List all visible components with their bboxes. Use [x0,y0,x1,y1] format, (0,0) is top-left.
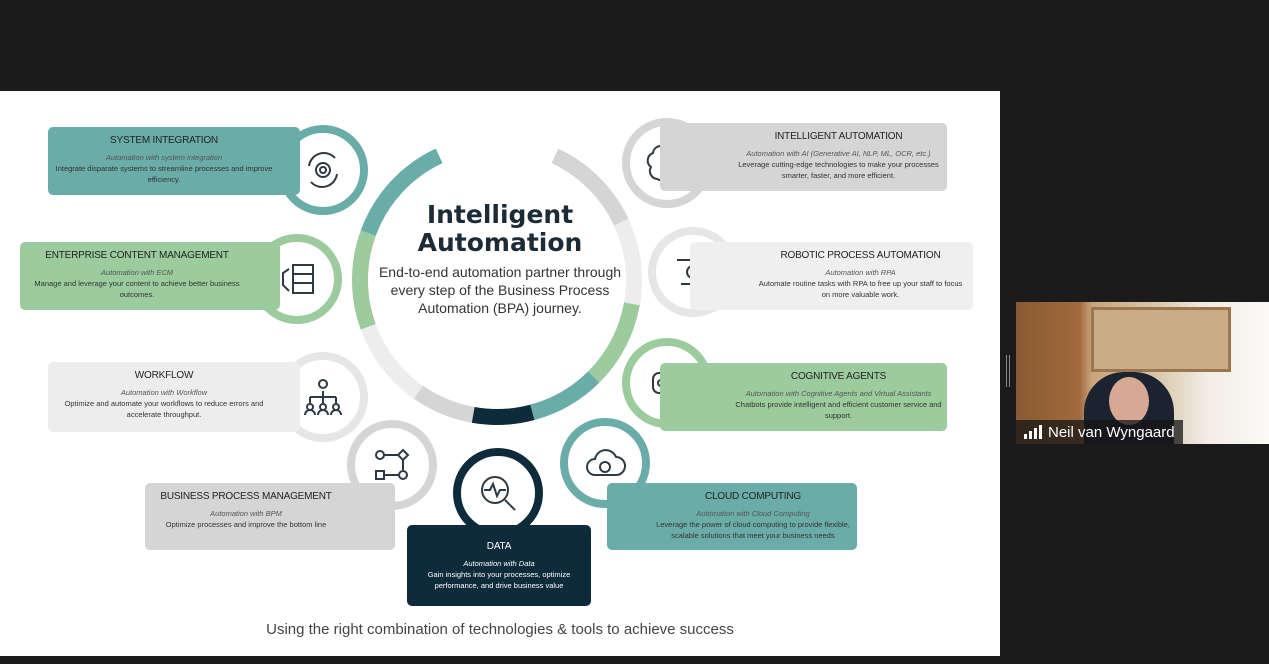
bookshelf [1091,307,1231,372]
card-title: DATA [486,541,512,552]
ring-segment [360,148,443,237]
card-title: BUSINESS PROCESS MANAGEMENT [160,491,332,502]
card-subtitle: Automation with Data [463,559,535,568]
intelligent-automation-card: INTELLIGENT AUTOMATION Automation with AI… [660,123,947,191]
system-integration-card: SYSTEM INTEGRATION Automation with system… [48,127,300,195]
participant-head [1109,377,1149,425]
card-title: WORKFLOW [134,370,194,381]
card-description: Optimize processes and improve the botto… [165,520,327,529]
data-icon-badge [453,448,543,538]
card-description: Leverage the power of cloud computing to… [656,520,850,540]
participant-video-tile[interactable]: Neil van Wyngaard [1016,302,1269,444]
cloud-computing-card: CLOUD COMPUTING Automation with Cloud Com… [607,483,857,550]
center-title: Intelligent Automation End-to-end automa… [360,201,640,317]
slide-subtitle: End-to-end automation partner through ev… [378,264,622,316]
card-description: Optimize and automate your workflows to … [64,399,264,419]
card-subtitle: Automation with system integration [105,153,223,162]
participant-name: Neil van Wyngaard [1048,423,1175,441]
data-magnifier-icon [481,476,516,511]
panel-resize-handle[interactable] [1006,355,1010,387]
card-description: Gain insights into your processes, optim… [427,570,571,590]
ring-segment [413,385,475,423]
card-title: COGNITIVE AGENTS [790,371,887,382]
card-description: Chatbots provide intelligent and efficie… [735,400,942,420]
card-title: SYSTEM INTEGRATION [110,135,218,146]
ring-segment [530,371,600,421]
enterprise-content-management-card: ENTERPRISE CONTENT MANAGEMENT Automation … [20,242,280,310]
signal-strength-icon [1024,425,1042,439]
cycle-ring [352,148,642,425]
ring-segment [588,302,640,383]
robotic-process-automation-card: ROBOTIC PROCESS AUTOMATION Automation wit… [690,242,973,310]
business-process-management-card: BUSINESS PROCESS MANAGEMENT Automation wi… [145,483,395,550]
presentation-slide: Intelligent Automation End-to-end automa… [0,91,1000,656]
slide-tagline: Using the right combination of technolog… [266,621,734,638]
gear-cycle-icon [308,152,338,188]
ring-segment [551,148,629,226]
card-title: ENTERPRISE CONTENT MANAGEMENT [45,250,229,261]
process-flow-icon [375,448,410,480]
card-subtitle: Automation with RPA [825,268,896,277]
card-subtitle: Automation with Cognitive Agents and Vir… [745,389,932,398]
cloud-sync-icon [586,449,626,476]
card-subtitle: Automation with ECM [100,268,174,277]
participant-nameplate: Neil van Wyngaard [1016,420,1183,444]
card-title: ROBOTIC PROCESS AUTOMATION [780,250,941,261]
card-subtitle: Automation with Cloud Computing [696,509,810,518]
content-server-icon [282,264,314,294]
ring-segment [471,404,535,425]
card-subtitle: Automation with AI (Generative AI, NLP, … [746,149,931,158]
card-description: Leverage cutting-edge technologies to ma… [738,160,939,180]
card-subtitle: Automation with BPM [210,509,282,518]
card-title: INTELLIGENT AUTOMATION [774,131,903,142]
card-description: Integrate disparate systems to streamlin… [55,164,273,184]
slide-title: Intelligent Automation [417,200,583,257]
card-description: Manage and leverage your content to achi… [34,279,240,299]
ring-segment [360,323,424,399]
cognitive-agents-card: COGNITIVE AGENTS Automation with Cognitiv… [660,363,947,431]
org-chart-icon [304,379,342,416]
ring-segment [352,230,376,330]
card-description: Automate routine tasks with RPA to free … [758,279,963,299]
card-title: CLOUD COMPUTING [705,491,801,502]
card-subtitle: Automation with Workflow [120,388,208,397]
ring-segment [613,218,642,306]
